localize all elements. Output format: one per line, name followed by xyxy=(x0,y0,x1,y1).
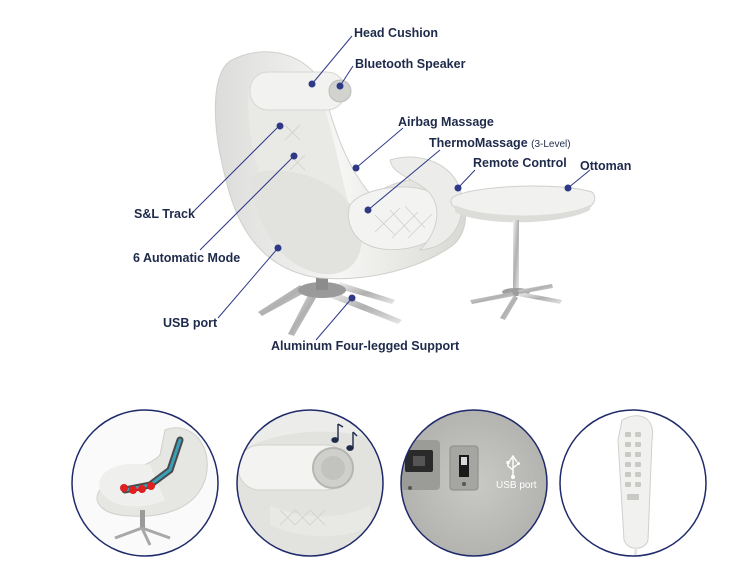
label-thermomassage: ThermoMassage (3-Level) xyxy=(429,136,571,150)
label-usb-port: USB port xyxy=(163,316,218,330)
label-automatic-mode: 6 Automatic Mode xyxy=(133,251,241,265)
label-head-cushion: Head Cushion xyxy=(354,26,439,40)
detail-circle-speaker xyxy=(236,409,384,557)
label-thermomassage-level: (3-Level) xyxy=(531,139,571,150)
label-remote-control: Remote Control xyxy=(473,156,567,170)
label-bluetooth-speaker: Bluetooth Speaker xyxy=(355,57,466,71)
usb-port-caption: USB port xyxy=(496,480,537,491)
detail-circle-sl-track xyxy=(71,409,219,557)
chair-body xyxy=(214,51,466,280)
label-sl-track: S&L Track xyxy=(134,207,195,221)
indicator-dots xyxy=(274,80,572,302)
ottoman-illustration xyxy=(450,185,596,320)
label-airbag-massage: Airbag Massage xyxy=(398,115,494,129)
usb-icon xyxy=(506,454,520,479)
music-note-icon xyxy=(331,423,358,451)
chair-base xyxy=(258,268,402,336)
detail-circle-remote xyxy=(559,409,707,557)
label-ottoman: Ottoman xyxy=(580,159,632,173)
label-aluminum-support: Aluminum Four-legged Support xyxy=(271,339,460,353)
detail-circle-usb xyxy=(400,409,548,557)
leader-lines xyxy=(192,35,591,341)
label-thermomassage-text: ThermoMassage xyxy=(429,136,528,150)
